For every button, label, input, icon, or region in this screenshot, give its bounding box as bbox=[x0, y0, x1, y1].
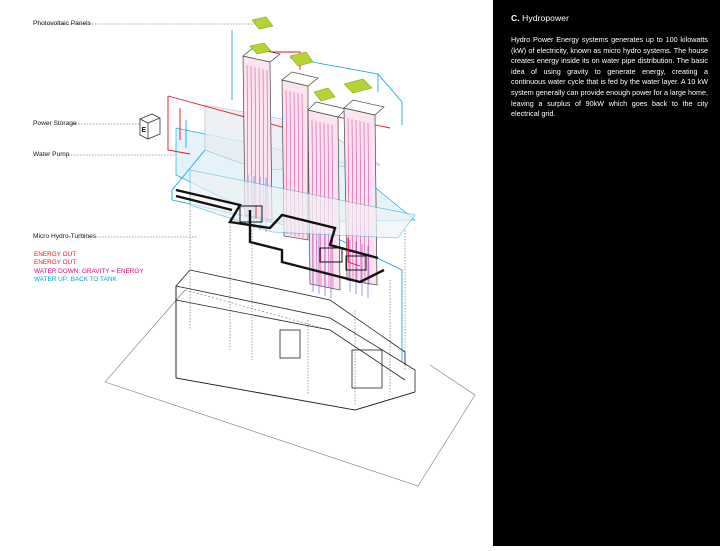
tower-4 bbox=[343, 99, 385, 298]
legend-water-down: WATER DOWN: GRAVITY = ENERGY bbox=[34, 267, 144, 275]
guide-lines bbox=[38, 23, 406, 405]
turbine-detail bbox=[239, 205, 367, 271]
legend: ENERGY OUT ENERGY OUT WATER DOWN: GRAVIT… bbox=[34, 251, 144, 285]
legend-water-up: WATER UP: BACK TO TANK bbox=[34, 276, 117, 284]
podium-block bbox=[175, 269, 416, 411]
energy-out-turbine bbox=[255, 205, 361, 267]
ground-slab bbox=[104, 289, 476, 487]
axonometric-drawing: E bbox=[38, 16, 476, 487]
micro-turbine-circuit bbox=[175, 188, 385, 284]
label-power-storage: Power Storage bbox=[33, 120, 77, 127]
hydropower-diagram: E Photovoltaic Panels Power Storage Wate… bbox=[33, 16, 476, 487]
turbine-plane bbox=[189, 169, 416, 239]
photovoltaic-panels bbox=[249, 16, 373, 102]
legend-energy-out-1: ENERGY OUT bbox=[34, 251, 77, 258]
legend-energy-out-2: ENERGY OUT bbox=[34, 259, 77, 267]
label-photovoltaic: Photovoltaic Panels bbox=[33, 20, 91, 27]
section-body: Hydro Power Energy systems generates up … bbox=[511, 35, 708, 119]
description-panel: C. Hydropower Hydro Power Energy systems… bbox=[493, 0, 720, 546]
label-micro-hydro: Micro Hydro-Turbines bbox=[33, 233, 97, 240]
section-title: Hydropower bbox=[522, 13, 569, 23]
section-letter: C. bbox=[511, 13, 520, 23]
section-heading: C. Hydropower bbox=[511, 13, 708, 23]
label-water-pump: Water Pump bbox=[33, 151, 70, 158]
storage-box-letter: E bbox=[142, 127, 147, 134]
power-storage-box bbox=[139, 113, 161, 140]
